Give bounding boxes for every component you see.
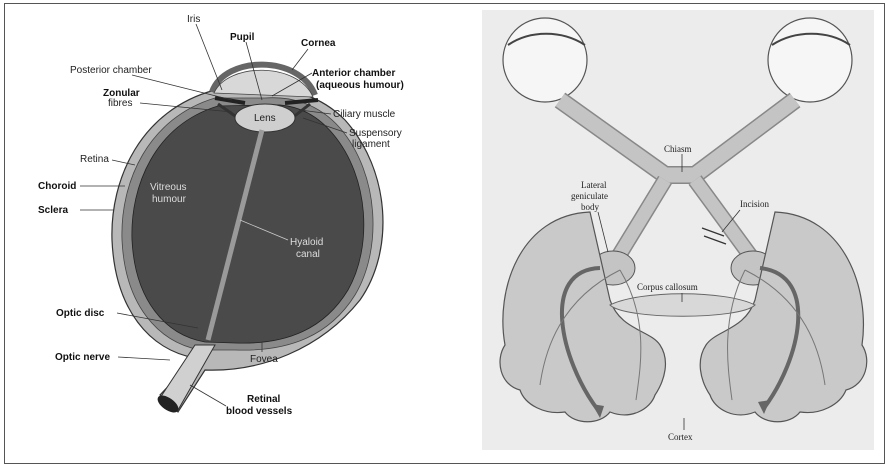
- label-incision: Incision: [740, 199, 769, 209]
- label-lateral: Lateral: [581, 180, 607, 190]
- label-corpus-callosum: Corpus callosum: [637, 282, 698, 292]
- label-cortex: Cortex: [668, 432, 693, 442]
- right-eyeball: [768, 18, 852, 102]
- label-geniculate: geniculate: [571, 191, 608, 201]
- label-chiasm: Chiasm: [664, 144, 692, 154]
- label-body: body: [581, 202, 600, 212]
- left-eyeball: [503, 18, 587, 102]
